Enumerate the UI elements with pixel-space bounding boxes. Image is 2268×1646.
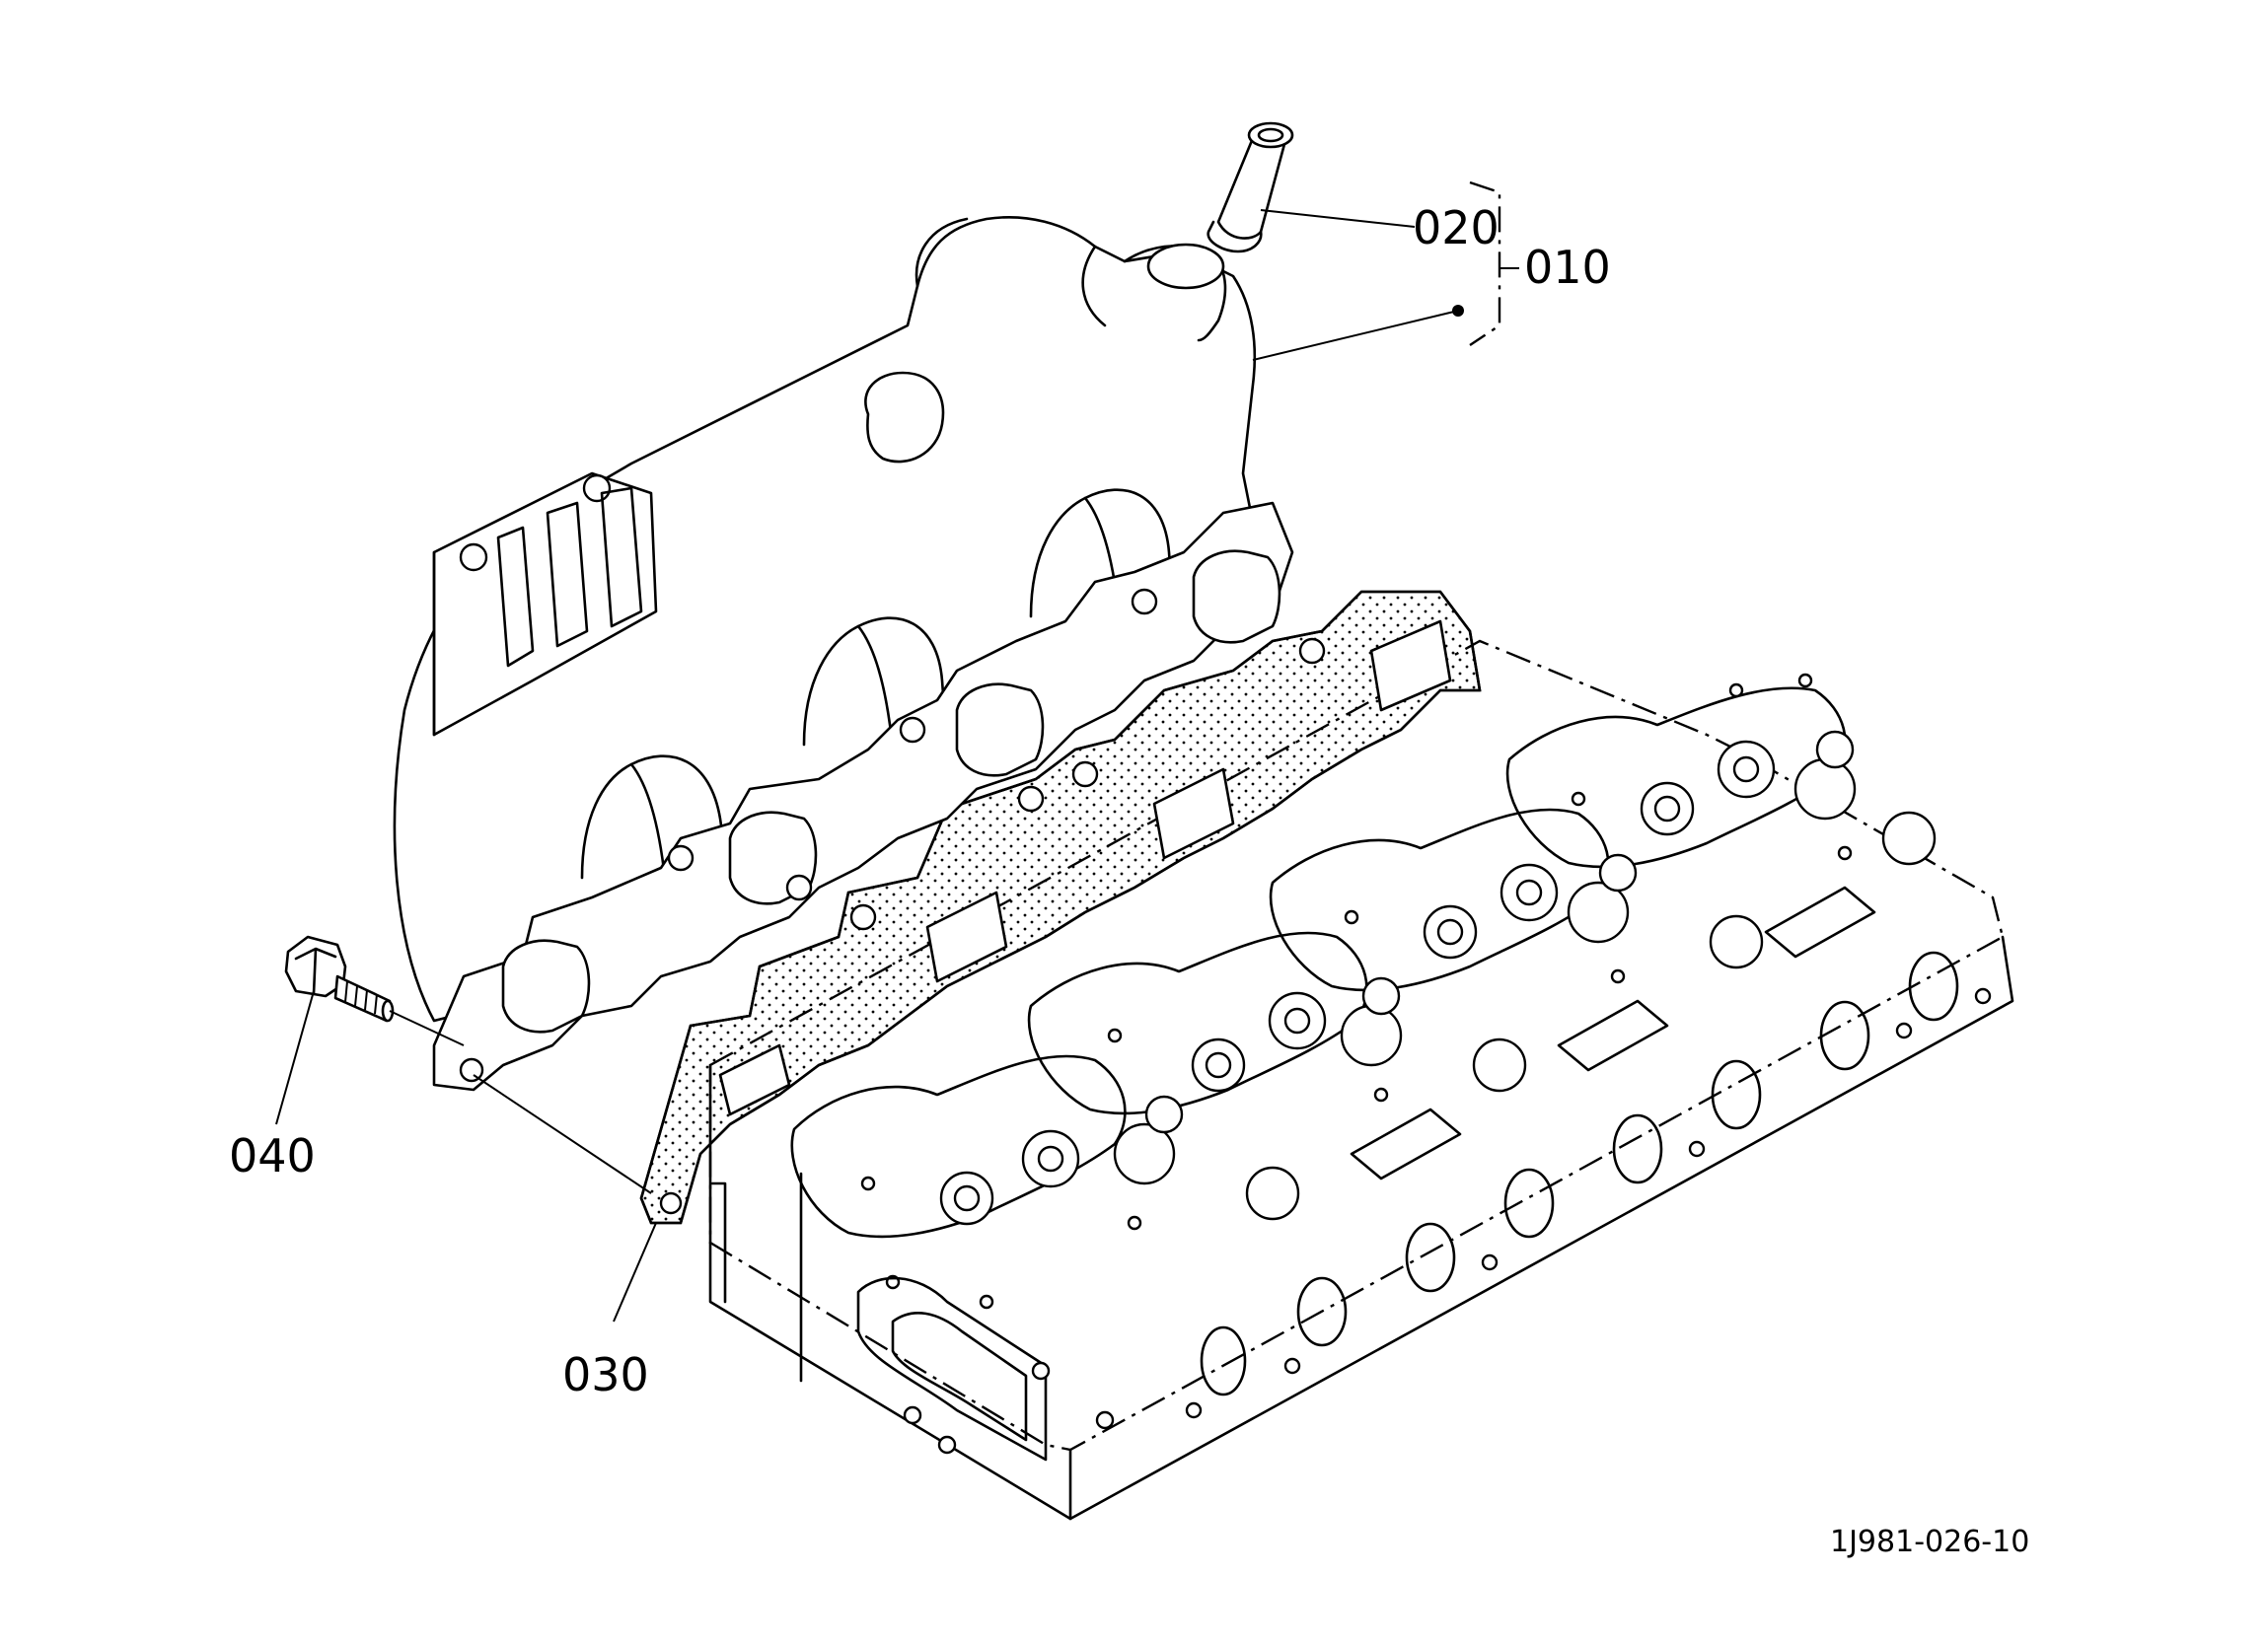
leader-dot xyxy=(1452,305,1464,317)
pipe-fitting-020 xyxy=(1207,121,1294,253)
leader-lines xyxy=(275,180,1519,1323)
label-020: 020 xyxy=(1413,201,1500,254)
bolt-040 xyxy=(284,935,395,1023)
manifold-gasket-030 xyxy=(639,590,1482,1225)
label-010: 010 xyxy=(1524,241,1611,294)
label-040: 040 xyxy=(229,1129,316,1182)
cylinder-head xyxy=(708,639,2014,1521)
label-030: 030 xyxy=(562,1348,649,1401)
exhaust-manifold-010 xyxy=(393,216,1294,1092)
drawing-number: 1J981-026-10 xyxy=(1830,1525,2029,1559)
